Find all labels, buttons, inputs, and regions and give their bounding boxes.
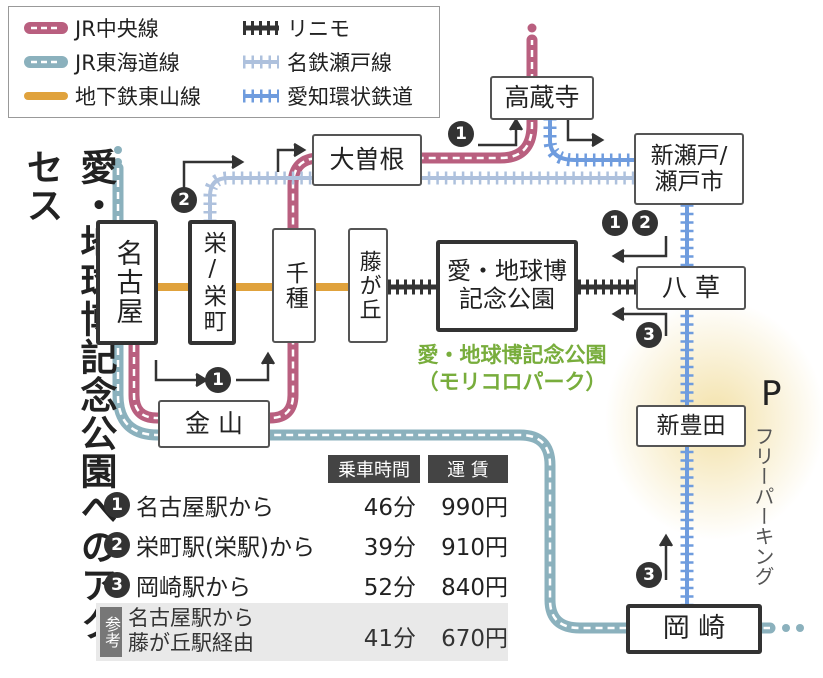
station-shinseto: 新瀬戸/瀬戸市 (634, 133, 744, 205)
route-marker-1: 1 (205, 367, 231, 393)
table-row: 1 名古屋駅から 46分 990円 (96, 485, 516, 525)
row-origin: 栄町駅(栄駅)から (136, 535, 315, 561)
row-label: 3 岡崎駅から (104, 568, 251, 602)
table-row: 2 栄町駅(栄駅)から 39分 910円 (96, 525, 516, 565)
row-time: 46分 (363, 495, 416, 521)
reference-label: 名古屋駅から 藤が丘駅経由 (128, 606, 254, 656)
legend-item-seto: 名鉄瀬戸線 (241, 47, 392, 77)
venue-label: 愛・地球博記念公園 （モリコロパーク） (382, 342, 642, 397)
reference-tag: 参考 (100, 607, 122, 657)
row-origin: 岡崎駅から (136, 575, 251, 601)
station-expo: 愛・地球博記念公園 (436, 240, 578, 332)
station-fujigaoka: 藤が丘 (348, 228, 388, 343)
station-expo-label: 愛・地球博記念公園 (447, 257, 567, 313)
row-label: 2 栄町駅(栄駅)から (104, 528, 315, 562)
seto-line (203, 171, 640, 222)
route-marker-3: 3 (636, 322, 662, 348)
legend-item-chuo: JR中央線 (23, 13, 159, 43)
legend-label: 愛知環状鉄道 (287, 85, 413, 109)
station-ozone: 大曽根 (312, 134, 422, 186)
higashiyama-swatch (24, 92, 68, 100)
header-fare: 運 賃 (428, 455, 508, 483)
legend-label: 名鉄瀬戸線 (287, 51, 392, 75)
linimo-swatch (243, 21, 279, 35)
legend: JR中央線 JR東海道線 地下鉄東山線 リニモ 名鉄瀬戸線 愛知環状鉄道 (8, 6, 440, 118)
seto-swatch (243, 55, 279, 69)
route-marker-1: 1 (602, 210, 628, 236)
legend-item-linimo: リニモ (241, 13, 350, 43)
legend-label: リニモ (287, 17, 350, 41)
row-number: 3 (104, 572, 130, 598)
legend-label: 地下鉄東山線 (75, 85, 201, 109)
station-okazaki: 岡 崎 (626, 604, 762, 654)
parking-icon: P (761, 374, 782, 414)
reference-line1: 名古屋駅から (128, 606, 254, 630)
venue-label-name: 愛・地球博記念公園 (417, 343, 607, 367)
station-kozoji: 高蔵寺 (490, 76, 594, 120)
reference-row: 参考 名古屋駅から 藤が丘駅経由 41分 670円 (96, 603, 508, 661)
route-marker-1: 1 (448, 121, 474, 147)
legend-item-aichi-kanjo: 愛知環状鉄道 (241, 81, 413, 111)
station-shintoyota: 新豊田 (636, 405, 746, 447)
reference-time: 41分 (363, 626, 416, 652)
row-time: 52分 (363, 575, 416, 601)
route-marker-2: 2 (171, 187, 197, 213)
row-time: 39分 (363, 535, 416, 561)
legend-label: JR中央線 (75, 17, 159, 41)
aichi-kanjo-swatch (243, 89, 279, 103)
route-arrows (154, 117, 674, 580)
parking-label: フリーパーキング (751, 426, 775, 586)
chuo-swatch (24, 22, 68, 34)
header-time: 乗車時間 (328, 455, 420, 483)
row-fare: 910円 (441, 535, 508, 561)
row-fare: 990円 (441, 495, 508, 521)
row-number: 1 (104, 492, 130, 518)
row-label: 1 名古屋駅から (104, 488, 274, 522)
tokaido-line (112, 146, 804, 634)
row-origin: 名古屋駅から (136, 495, 274, 521)
tokaido-swatch (24, 56, 68, 68)
reference-line2: 藤が丘駅経由 (128, 631, 254, 656)
venue-label-nickname: （モリコロパーク） (417, 370, 607, 395)
station-nagoya: 名古屋 (96, 220, 158, 345)
legend-item-higashiyama: 地下鉄東山線 (23, 81, 201, 111)
station-shinseto-label: 新瀬戸/瀬戸市 (650, 142, 728, 195)
station-yakusa: 八 草 (636, 266, 746, 310)
route-marker-3: 3 (636, 562, 662, 588)
row-fare: 840円 (441, 575, 508, 601)
legend-item-tokaido: JR東海道線 (23, 47, 180, 77)
reference-fare: 670円 (441, 626, 508, 652)
station-kanayama: 金 山 (158, 400, 270, 448)
row-number: 2 (104, 532, 130, 558)
table-row: 3 岡崎駅から 52分 840円 (96, 565, 516, 605)
station-sakae: 栄/栄町 (188, 220, 236, 345)
station-chikusa: 千種 (272, 228, 316, 343)
legend-label: JR東海道線 (75, 51, 180, 75)
route-marker-2: 2 (632, 210, 658, 236)
free-parking: P フリーパーキング (739, 370, 819, 586)
